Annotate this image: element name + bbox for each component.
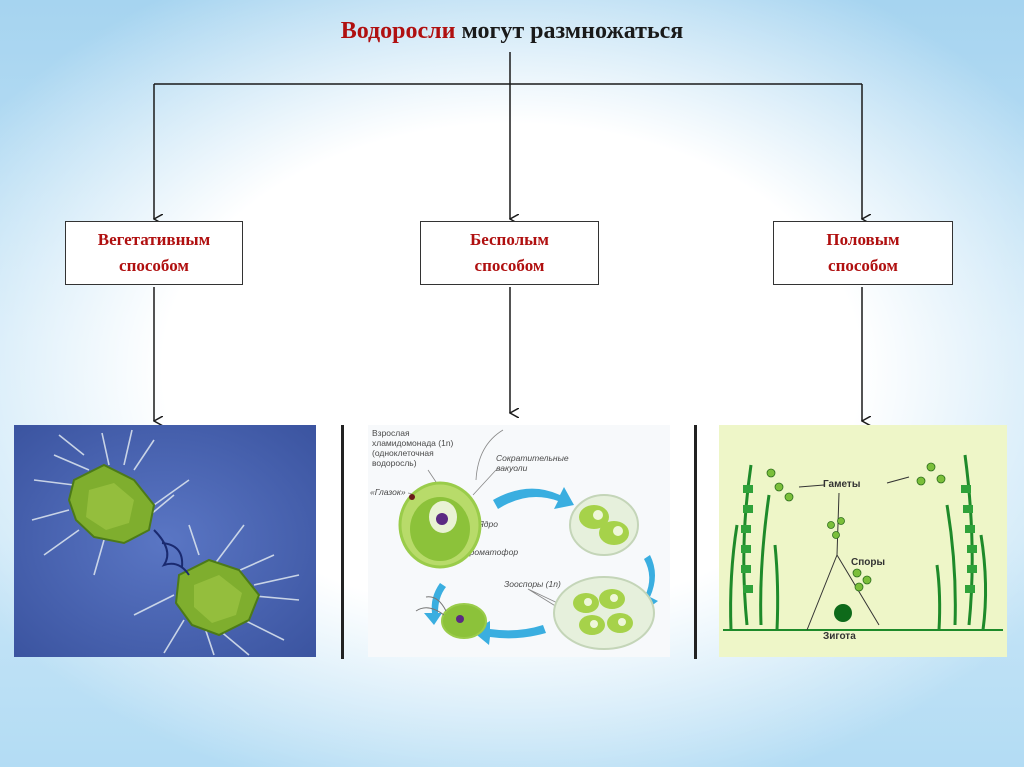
zoospores-label: Зооспоры (1n) bbox=[504, 579, 561, 589]
vegetative-micrograph bbox=[14, 425, 316, 657]
divider-right bbox=[694, 425, 697, 659]
title-rest: могут размножаться bbox=[461, 18, 684, 44]
dividing-cell bbox=[569, 494, 639, 556]
eyespot-label: «Глазок» bbox=[370, 487, 406, 497]
asexual-label-line2: способом bbox=[474, 256, 545, 275]
gametes-label: Гаметы bbox=[823, 479, 860, 490]
title-accent: Водоросли bbox=[340, 18, 456, 44]
zygote-cell bbox=[834, 604, 852, 622]
zygote-label: Зигота bbox=[823, 631, 856, 642]
diagram-title: Водоросли могут размножаться bbox=[0, 18, 1024, 45]
divider-left bbox=[341, 425, 344, 659]
vegetative-label-line2: способом bbox=[119, 256, 189, 275]
vegetative-label-line1: Вегетативным bbox=[97, 230, 211, 249]
adult-label-4: водоросль) bbox=[372, 458, 417, 468]
nucleus-label: Ядро bbox=[477, 519, 498, 529]
vacuoles-label-1: Сократительные bbox=[496, 453, 569, 463]
sexual-reproduction-figure: Гаметы Споры Зигота bbox=[719, 425, 1007, 657]
asexual-cycle-figure: Взрослая хламидомонада (1n) (одноклеточн… bbox=[368, 425, 670, 657]
right-filaments bbox=[935, 454, 988, 631]
asexual-label-line1: Бесполым bbox=[470, 230, 549, 249]
adult-labels: Взрослая хламидомонада (1n) (одноклеточн… bbox=[370, 428, 569, 589]
asexual-box: Бесполым способом bbox=[420, 221, 599, 285]
sexual-label-line2: способом bbox=[828, 256, 898, 275]
sexual-box: Половым способом bbox=[773, 221, 953, 285]
zoospore bbox=[415, 596, 487, 639]
sexual-label-line1: Половым bbox=[826, 230, 900, 249]
adult-label-1: Взрослая bbox=[372, 428, 410, 438]
adult-chlamydomonas bbox=[398, 481, 482, 569]
chromatophore-label: Хроматофор bbox=[463, 547, 518, 557]
vegetative-box: Вегетативным способом bbox=[65, 221, 243, 285]
vacuoles-label-2: вакуоли bbox=[496, 463, 528, 473]
spores-label: Споры bbox=[851, 557, 885, 568]
adult-label-2: хламидомонада (1n) bbox=[372, 438, 454, 448]
zoosporangium bbox=[553, 576, 655, 650]
adult-label-3: (одноклеточная bbox=[372, 448, 434, 458]
